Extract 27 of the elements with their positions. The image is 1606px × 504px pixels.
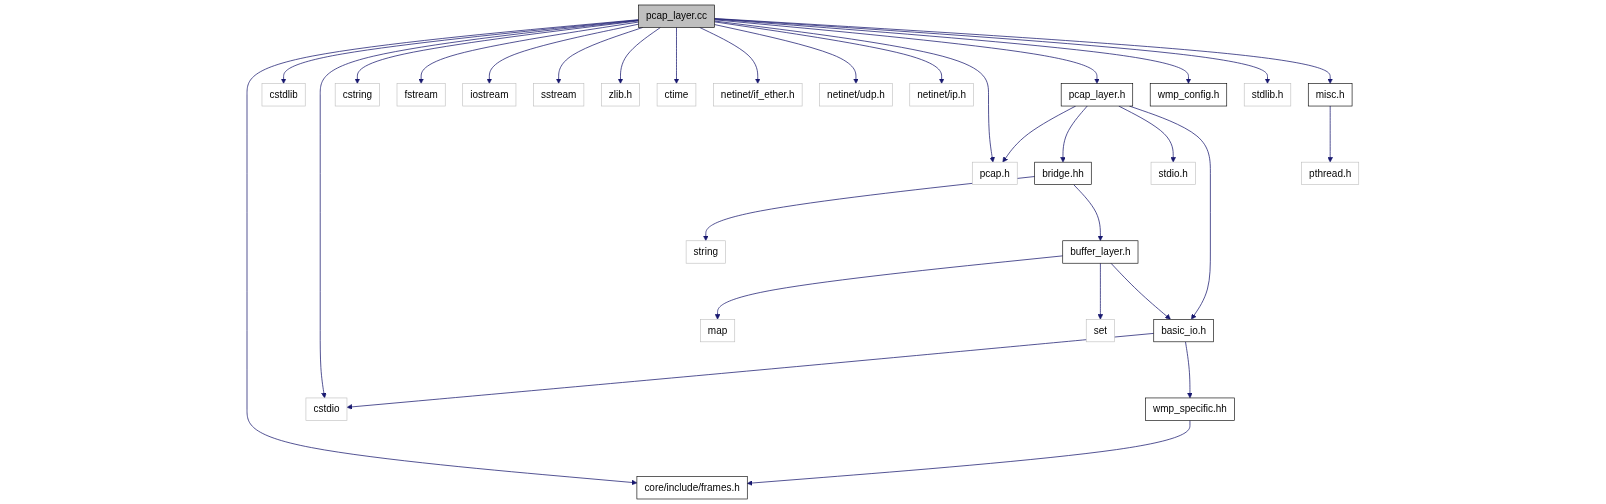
node-box: map [700, 319, 736, 343]
node-box: iostream [462, 83, 517, 107]
node-box: pthread.h [1301, 161, 1360, 185]
node-box: wmp_config.h [1150, 83, 1228, 107]
node-box: set [1086, 319, 1115, 343]
node-box: pcap.h [972, 161, 1018, 185]
node-box: cstdlib [261, 83, 306, 107]
node-box: core/include/frames.h [636, 476, 748, 500]
node-box: string [685, 240, 726, 264]
node-box: netinet/ip.h [909, 83, 974, 107]
node-box: cstring [335, 83, 380, 107]
node-box: fstream [396, 83, 446, 107]
node-box: stdlib.h [1244, 83, 1292, 107]
node-box: ctime [656, 83, 697, 107]
node-box: wmp_specific.hh [1145, 397, 1235, 421]
node-box: cstdio [305, 397, 348, 421]
node-box: pcap_layer.h [1061, 83, 1134, 107]
node-box: netinet/if_ether.h [713, 83, 803, 107]
node-box: stdio.h [1150, 161, 1196, 185]
node-box: sstream [533, 83, 585, 107]
node-box: netinet/udp.h [819, 83, 893, 107]
node-box: misc.h [1308, 83, 1353, 107]
node-box: bridge.hh [1034, 161, 1092, 185]
node-box: buffer_layer.h [1062, 240, 1139, 264]
node-box: pcap_layer.cc [638, 4, 715, 28]
node-box: zlib.h [601, 83, 641, 107]
node-box: basic_io.h [1153, 319, 1215, 343]
